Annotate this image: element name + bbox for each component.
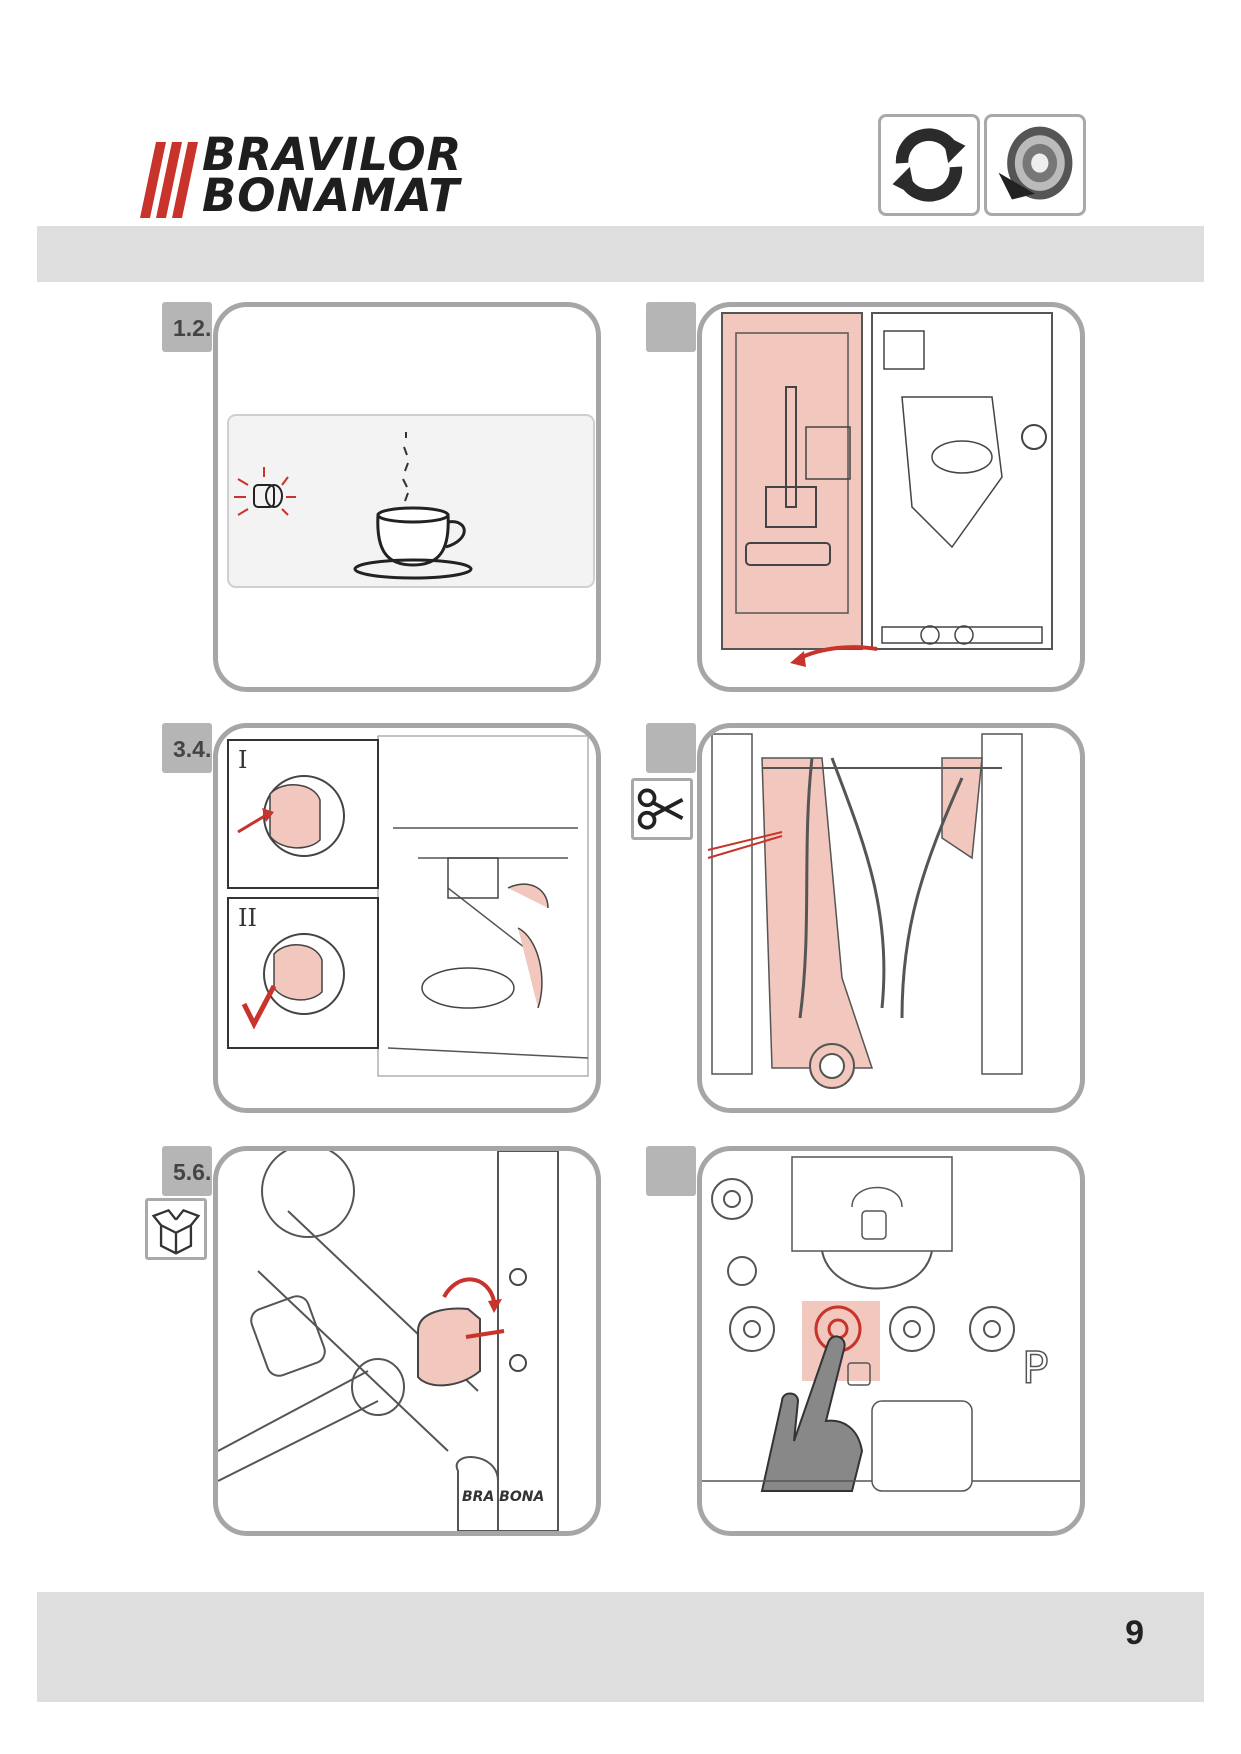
panel-step-4 [697,723,1085,1113]
page-number: 9 [1125,1614,1144,1653]
rotate-arrows-icon [878,114,980,216]
panel-step-5-6: BRA BONA [213,1146,601,1536]
step-label-6 [646,1146,696,1196]
panel-step-6: P [697,1146,1085,1536]
machine-logo-text: BRA BONA [462,1489,544,1505]
step-label-1-2: 1.2. [162,302,212,352]
panel-step-1-2 [213,302,601,692]
filter-paper-roll-icon [984,114,1086,216]
brand-line2: BONAMAT [202,175,462,216]
program-button-letter: P [1022,1343,1049,1394]
step-label-4 [646,723,696,773]
logo-stripes-icon [140,142,200,218]
scissors-icon [631,778,693,840]
open-box-icon [145,1198,207,1260]
substep-II: II [238,904,257,932]
substep-I: I [238,746,247,774]
panel-step-3-4: I II [213,723,601,1113]
step-label-3-4: 3.4. [162,723,212,773]
brand-logo: BRAVILOR BONAMAT [140,134,460,224]
step-label-5-6: 5.6. [162,1146,212,1196]
panel-step-2 [697,302,1085,692]
brand-wordmark: BRAVILOR BONAMAT [202,134,462,216]
header-band [37,226,1204,282]
footer-band: 9 [37,1592,1204,1702]
step-label-2 [646,302,696,352]
